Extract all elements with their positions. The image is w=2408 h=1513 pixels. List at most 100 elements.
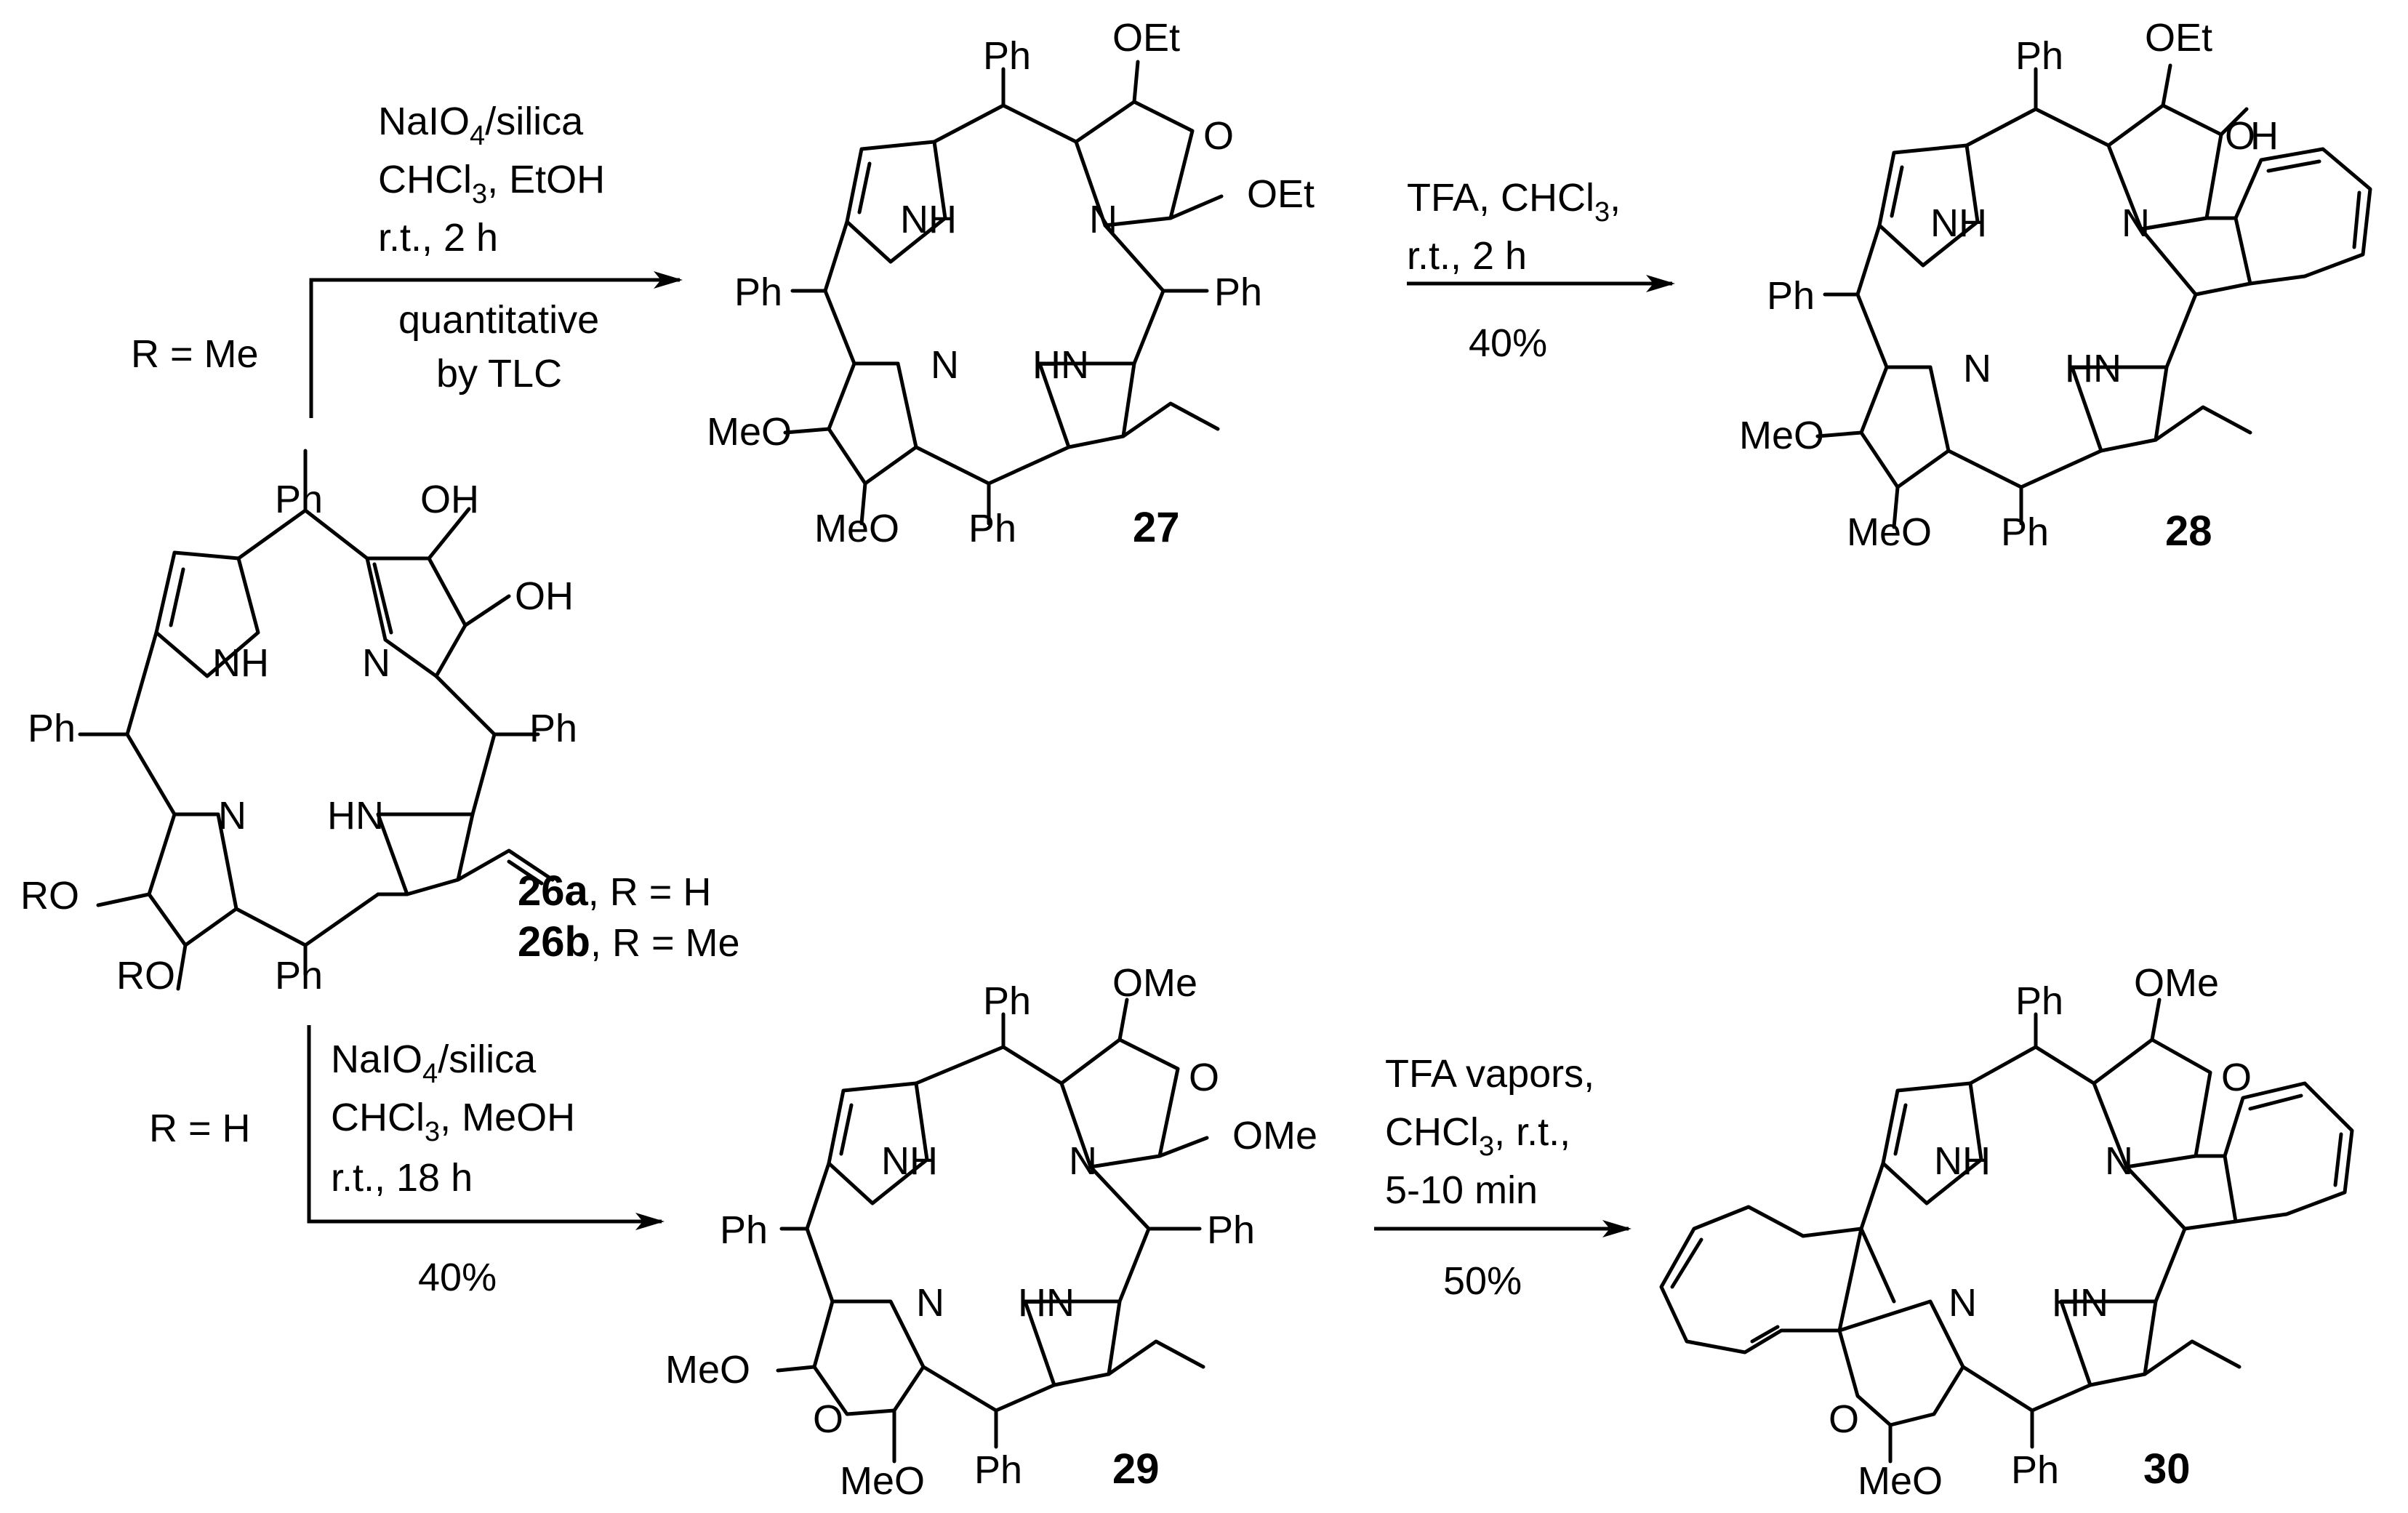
compound-26a-id: 26a [518,867,589,915]
meo-label-2: MeO [814,507,899,550]
cond-bottom-line1: NaIO4/silica [331,1038,537,1089]
oet-label-2: OEt [1247,172,1315,216]
ph-top-label: Ph [983,34,1031,78]
cond-29-30-line2: CHCl3, r.t., [1385,1110,1570,1162]
ph-left-label: Ph [720,1208,768,1252]
compound-27: Ph OEt O OEt NH N Ph Ph N HN MeO MeO Ph … [707,16,1315,551]
cond-27-28-line1-pre: TFA, CHCl [1407,176,1594,220]
reaction-arrow-26-29 [307,1025,665,1230]
hn-label: HN [327,794,384,838]
meo-label-2: MeO [1847,510,1932,554]
meo-label-1: MeO [707,410,792,454]
ph-right-label: Ph [1207,1208,1255,1252]
compound-26b-caption: 26b, R = Me [518,918,740,966]
cond-bottom-yield: 40% [418,1256,497,1299]
compound-26a-caption: 26a, R = H [518,867,711,915]
ph-right-label: Ph [529,707,577,750]
n-label-1: N [362,641,390,685]
hn-label: HN [1018,1281,1075,1325]
cond-bottom-line2-pre: CHCl [331,1096,425,1139]
cond-29-30-line2-post: , r.t., [1494,1110,1570,1154]
n-label-1: N [1089,198,1117,241]
compound-26b-id: 26b [518,918,590,966]
nh-label: NH [1934,1139,1991,1183]
ph-bottom-label: Ph [275,954,323,998]
n-label-2: N [218,794,246,838]
ro-label-1: RO [20,874,79,918]
compound-30: Ph OMe O NH N N HN O MeO Ph 30 [1659,961,2354,1503]
nh-label: NH [1930,201,1987,245]
cond-27-28-line1-sub: 3 [1594,197,1610,228]
cond-top-line2: CHCl3, EtOH [378,158,605,209]
compound-28-id: 28 [2165,507,2212,555]
compound-26a-suffix: , R = H [588,870,712,914]
n-label-1: N [2105,1139,2133,1183]
n-label-2: N [916,1281,944,1325]
ph-bottom-label: Ph [2011,1448,2059,1492]
cond-bottom-line2-post: , MeOH [440,1096,575,1139]
cond-bottom-line2: CHCl3, MeOH [331,1096,575,1147]
reaction-27-28: TFA, CHCl3, r.t., 2 h 40% [1407,176,1675,365]
n-label-1: N [2122,201,2150,245]
cond-bottom-line1-pre: NaIO [331,1038,422,1081]
oh-label-2: OH [515,574,574,618]
nh-label: NH [212,641,269,685]
cond-29-30-line1: TFA vapors, [1385,1052,1594,1096]
reaction-branch-top: R = Me NaIO4/silica CHCl3, EtOH r.t., 2 … [131,100,683,418]
n-label-2: N [931,343,959,387]
cond-top-line1-pre: NaIO [378,100,470,143]
cond-top-line3: r.t., 2 h [378,216,498,260]
o-label: O [2225,114,2255,158]
ph-top-label: Ph [2015,34,2063,78]
cond-bottom-line1-sub: 4 [422,1059,438,1089]
cond-27-28-line1-post: , [1610,176,1621,220]
ph-left-label: Ph [734,270,782,314]
compound-29: Ph OMe O OMe NH N Ph Ph MeO N HN O MeO P… [665,961,1317,1503]
ph-bottom-label: Ph [974,1448,1022,1492]
cond-27-28-line2: r.t., 2 h [1407,234,1527,278]
h-label: H [2250,114,2279,158]
ph-left-label: Ph [1767,274,1815,318]
o-label-1: O [1189,1056,1219,1099]
compound-30-id: 30 [2143,1445,2191,1493]
nh-label: NH [900,198,957,241]
ph-right-label: Ph [1214,270,1262,314]
meo-label-1: MeO [1739,414,1824,457]
cond-top-line1-post: /silica [485,100,584,143]
cond-27-28-line1: TFA, CHCl3, [1407,176,1621,228]
cond-29-30-yield: 50% [1443,1259,1522,1303]
cond-bottom-line2-sub: 3 [425,1117,440,1147]
cond-top-line1: NaIO4/silica [378,100,584,151]
meo-label: MeO [1858,1459,1943,1503]
hn-label: HN [2065,347,2122,390]
ph-left-label: Ph [28,707,76,750]
cond-top-line2-sub: 3 [472,179,487,209]
cond-top-line1-sub: 4 [470,121,485,151]
ph-top-label: Ph [2015,979,2063,1023]
cond-top-line2-post: , EtOH [487,158,605,201]
r-me-label: R = Me [131,332,259,376]
meo-label-1: MeO [665,1348,750,1392]
meo-label-2: MeO [840,1459,925,1503]
cond-bottom-line3: r.t., 18 h [331,1156,473,1200]
ome-label: OMe [2134,961,2219,1005]
compound-29-id: 29 [1112,1445,1160,1493]
cond-top-line5: by TLC [436,352,562,396]
ro-label-2: RO [116,954,175,998]
cond-29-30-line3: 5-10 min [1385,1168,1538,1212]
oh-label-1: OH [420,478,479,521]
ph-bottom-label: Ph [968,507,1016,550]
ph-top-label: Ph [983,979,1031,1023]
compound-27-id: 27 [1133,504,1180,551]
n-label-2: N [1949,1281,1977,1325]
ph-top-label: Ph [275,478,323,521]
cond-27-28-yield: 40% [1469,321,1547,365]
ph-bottom-label: Ph [2001,510,2049,554]
n-label-2: N [1963,347,1991,390]
n-label-1: N [1069,1139,1097,1183]
o-label-2: O [813,1397,843,1441]
reaction-29-30: TFA vapors, CHCl3, r.t., 5-10 min 50% [1374,1052,1632,1303]
o-label-2: O [1829,1397,1859,1441]
compound-26b-suffix: , R = Me [590,921,740,965]
